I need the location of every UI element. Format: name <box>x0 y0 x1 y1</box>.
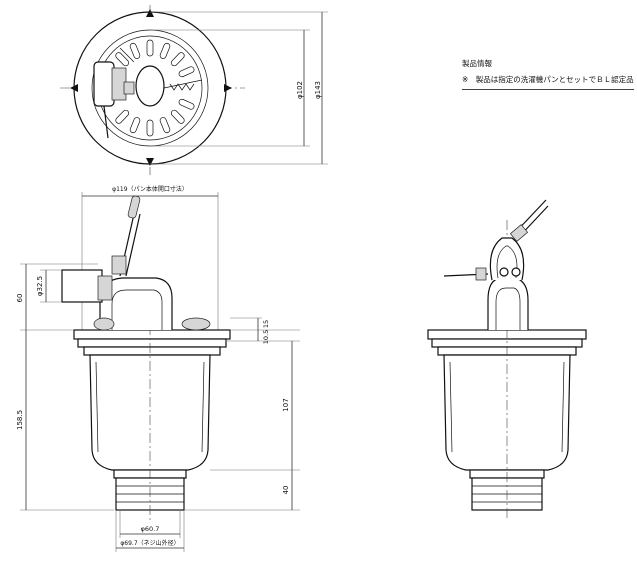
clamp-handle <box>127 195 141 219</box>
clamp-body <box>111 255 127 275</box>
side-tie-head <box>509 224 529 242</box>
label-d697: φ69.7（ネジ山外径） <box>120 539 179 547</box>
flange-lower <box>77 338 227 348</box>
label-h107: 107 <box>282 398 290 411</box>
side-elbow <box>487 277 529 330</box>
strainer-slots <box>115 39 195 137</box>
clip-top <box>119 47 135 63</box>
section-arrow-left <box>70 84 78 92</box>
elbow-top-outline <box>135 65 165 107</box>
product-info-note: ※ 製品は指定の洗濯機パンとセットでＢＬ認定品 <box>462 72 634 90</box>
product-info-title: 製品情報 <box>462 59 492 68</box>
trap-inner-left <box>95 361 99 453</box>
side-knob-left <box>499 267 509 277</box>
section-arrow-right <box>224 84 232 92</box>
section-arrow-top <box>146 9 154 17</box>
label-h60: 60 <box>16 294 24 303</box>
label-d119: φ119（パン本体開口寸法） <box>112 185 188 193</box>
label-d607: φ60.7 <box>141 525 160 533</box>
label-h1585: 158.5 <box>16 410 24 430</box>
side-trap-inner-left <box>449 361 453 453</box>
side-hose-loop-inner <box>496 245 518 279</box>
side-trap-inner-right <box>561 361 565 453</box>
elbow-inner <box>111 289 163 330</box>
top-view: φ102 φ143 <box>60 5 328 175</box>
side-trap-body <box>443 354 571 471</box>
label-t105: 10.5 <box>262 330 270 344</box>
spring-top <box>169 83 195 91</box>
section-arrow-bottom <box>146 158 154 166</box>
rod-top <box>163 79 203 89</box>
label-t15: 15 <box>262 320 270 328</box>
label-d325: φ32.5 <box>36 276 44 296</box>
lock-ring <box>83 346 221 356</box>
clamp-top <box>123 81 135 95</box>
nut-right <box>181 317 211 331</box>
side-tie-left-head <box>475 267 487 281</box>
label-d102: φ102 <box>296 81 304 99</box>
side-elbow-inner <box>495 287 521 330</box>
hose-inlet-front <box>61 269 103 303</box>
strap-top <box>103 105 109 139</box>
label-d143: φ143 <box>314 81 322 99</box>
side-knob-right <box>511 267 521 277</box>
clamp-arm-upper <box>125 213 141 277</box>
label-h40: 40 <box>282 486 290 495</box>
side-view <box>427 199 587 520</box>
trap-body <box>89 354 211 471</box>
flange-plate <box>73 329 231 340</box>
front-view: φ119（パン本体開口寸法） φ32.5 60 158.5 <box>16 185 300 552</box>
trap-inner-right <box>201 361 205 453</box>
hose-inlet-top <box>93 61 115 107</box>
product-info: 製品情報 ※ 製品は指定の洗濯機パンとセットでＢＬ認定品 <box>462 56 634 90</box>
nut-left <box>93 317 115 331</box>
hose-band-front <box>97 275 113 301</box>
